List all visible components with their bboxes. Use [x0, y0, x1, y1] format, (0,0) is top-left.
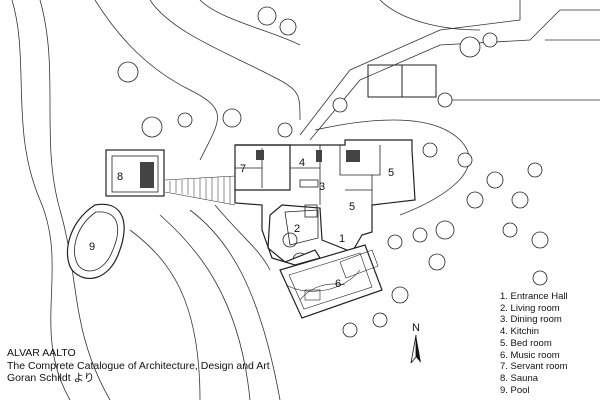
room-number-labels: 8 9 7 4 3 5 2 5 1 6 [89, 157, 394, 290]
music-room-courtyard [279, 244, 383, 319]
pool [66, 203, 125, 279]
source-credit: ALVAR AALTO The Comprete Catalogue of Ar… [7, 347, 270, 385]
room-legend: 1. Entrance Hall 2. Living room 3. Dinin… [500, 291, 568, 396]
room-label-sauna: 8 [117, 171, 123, 183]
legend-item: 1. Entrance Hall [500, 291, 568, 302]
north-arrow-icon [410, 335, 421, 363]
room-label-bed-room-east: 5 [388, 167, 394, 179]
boardwalk [164, 175, 236, 206]
credit-author: ALVAR AALTO [7, 347, 76, 359]
legend-item: 9. Pool [500, 384, 530, 396]
room-label-living-room: 2 [294, 223, 300, 235]
legend-item: 2. Living room [500, 302, 560, 314]
room-label-entrance-hall: 1 [339, 233, 345, 245]
room-label-music-room: 6 [335, 278, 341, 290]
legend-item: 7. Servant room [500, 361, 568, 373]
legend-item: 5. Bed room [500, 337, 552, 349]
carport [367, 64, 437, 98]
credit-book-title: The Comprete Catalogue of Architecture, … [7, 359, 270, 372]
room-label-pool: 9 [89, 241, 95, 253]
credit-source: Goran Schildt より [7, 372, 95, 385]
legend-item: 6. Music room [500, 349, 560, 361]
room-label-bed-room-south: 5 [349, 201, 355, 213]
north-arrow: N [408, 322, 424, 364]
legend-item: 8. Sauna [500, 372, 539, 384]
north-label: N [412, 322, 420, 334]
trees [117, 6, 549, 338]
legend-item: 3. Dining room [500, 314, 562, 326]
sauna [105, 149, 165, 197]
room-label-servant-room: 7 [240, 163, 246, 175]
contour-lines [11, 0, 481, 400]
room-label-dining-room: 3 [319, 181, 325, 193]
room-label-kitchen: 4 [299, 157, 305, 169]
legend-item: 4. Kitchin [500, 326, 540, 338]
villa-plan [234, 139, 416, 266]
